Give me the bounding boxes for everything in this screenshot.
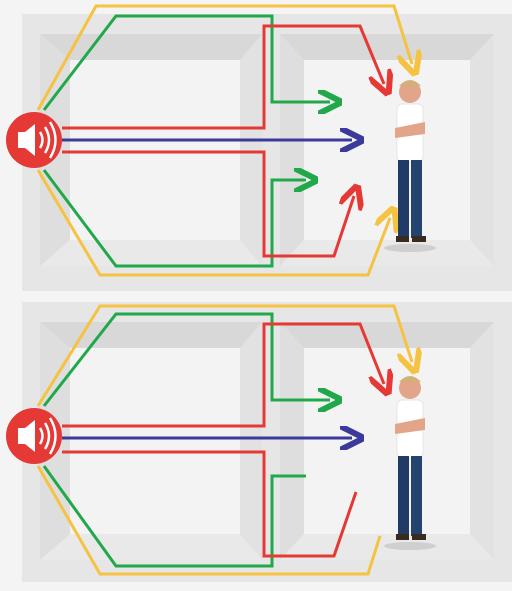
right-room-floor	[280, 240, 494, 266]
right-room-left-wall	[280, 34, 304, 266]
speaker-icon	[6, 408, 62, 464]
left-room-back-wall	[70, 60, 240, 240]
left-room-right-wall	[240, 34, 262, 266]
right-room-back-wall	[304, 60, 470, 240]
left-room-ceiling	[40, 322, 262, 348]
left-room-back-wall	[70, 348, 240, 534]
left-room-floor	[40, 534, 262, 560]
panel-all-reflections	[0, 0, 512, 295]
right-room-right-wall	[470, 34, 494, 266]
right-room-ceiling	[280, 34, 494, 60]
speaker-icon	[6, 112, 62, 168]
right-room-back-wall	[304, 348, 470, 534]
panel-bottom-svg	[0, 296, 512, 591]
right-room-ceiling	[280, 322, 494, 348]
left-room-right-wall	[240, 322, 262, 560]
panel-reduced-reflections	[0, 296, 512, 591]
right-room-right-wall	[470, 322, 494, 560]
right-room-left-wall	[280, 322, 304, 560]
left-room-floor	[40, 240, 262, 266]
panel-top-svg	[0, 0, 512, 295]
